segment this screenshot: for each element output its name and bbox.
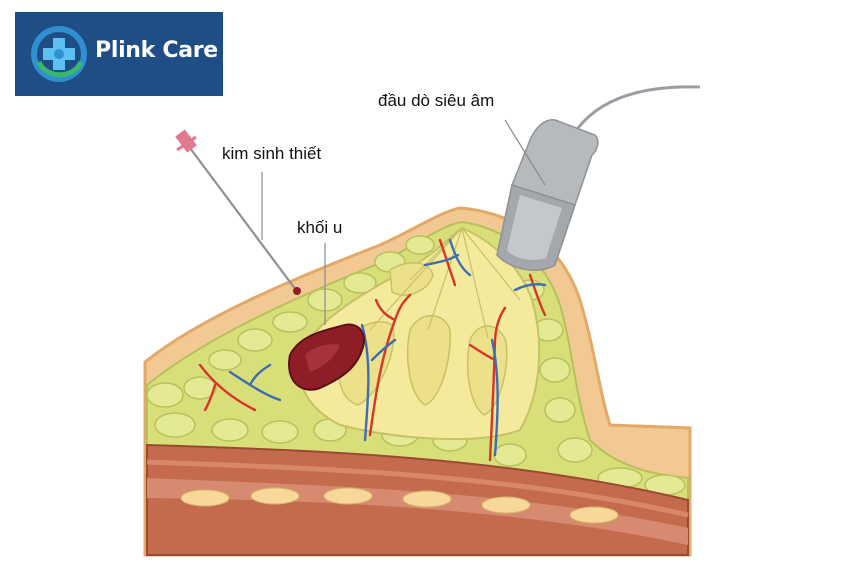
label-biopsy-needle: kim sinh thiết (222, 144, 322, 163)
biopsy-needle (175, 129, 301, 295)
ribs (180, 487, 619, 524)
arteries (198, 238, 547, 462)
fat-lobules (146, 235, 686, 496)
logo-text: Plink Care (95, 38, 218, 63)
medical-cross-icon (31, 26, 87, 82)
veins (228, 238, 547, 457)
ultrasound-probe (496, 85, 701, 271)
plink-care-logo: Plink Care (15, 12, 223, 96)
tumor-highlight (305, 344, 340, 372)
label-tumor: khối u (297, 218, 343, 237)
label-ultrasound-probe: đầu dò siêu âm (378, 91, 495, 110)
leader-lines (261, 119, 546, 325)
muscle-stripe (146, 459, 689, 518)
